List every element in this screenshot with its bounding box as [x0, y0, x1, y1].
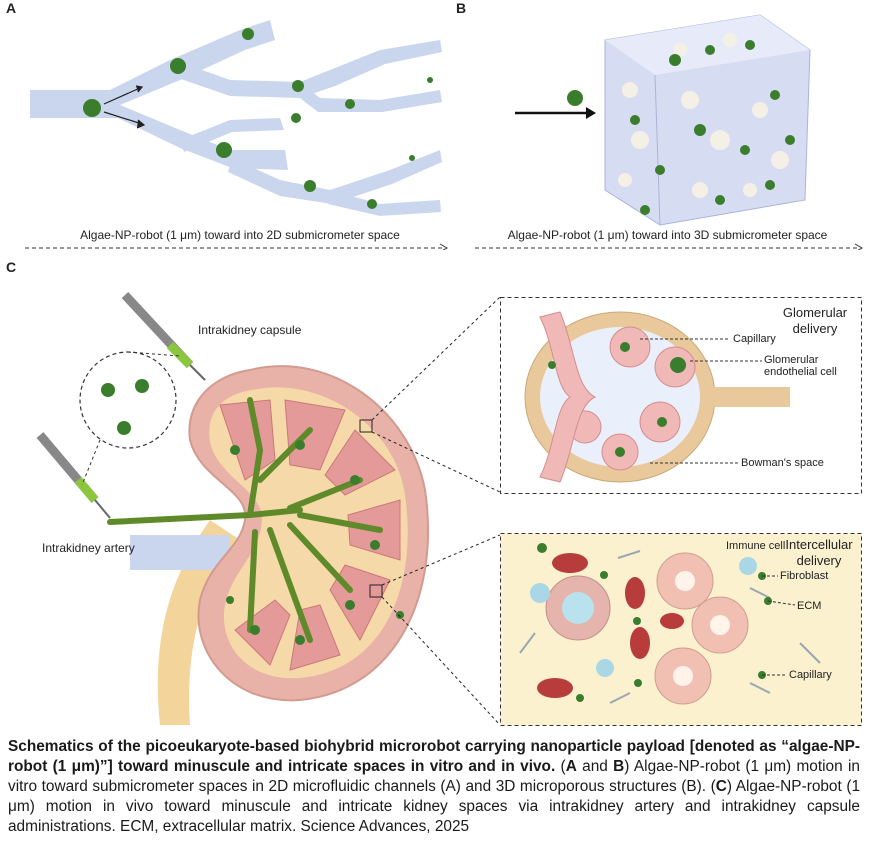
glomerular-title-line1: Glomerular: [782, 305, 848, 320]
robot-cluster-b: [567, 40, 795, 215]
cube-pores: [618, 33, 789, 198]
figure-caption: Schematics of the picoeukaryote-based bi…: [8, 737, 860, 837]
arrow-a-head: [439, 243, 449, 250]
panel-b-letter: B: [456, 0, 467, 16]
zoom-line-4: [381, 596, 500, 726]
tubules: [545, 552, 749, 705]
cube-edge: [654, 74, 661, 226]
zoom-box-glomerular: [359, 419, 373, 433]
intercellular-box: [500, 533, 862, 726]
cube-top-face: [605, 15, 810, 75]
glomerular-box: [500, 297, 862, 494]
artery-label: Intrakidney artery: [42, 541, 135, 555]
robot-cluster-a: [83, 28, 433, 209]
renal-artery-tree: [107, 397, 383, 643]
panel-b-cube: [475, 14, 864, 250]
magnifier-link-bottom: [81, 439, 101, 486]
capillary-label-intercellular: Capillary: [789, 669, 832, 681]
fibroblast-label: Fibroblast: [780, 570, 829, 582]
panel-a-letter: A: [6, 0, 17, 16]
capillary-label-glomerular: Capillary: [733, 333, 776, 345]
ecm-label: ECM: [797, 600, 822, 612]
glomerular-pointers: [640, 338, 762, 464]
afferent-arteriole: [539, 311, 597, 483]
endothelial-label-line2: endothelial cell: [764, 366, 837, 378]
panel-c-kidney: [36, 291, 500, 726]
glomerular-title-line2: delivery: [792, 321, 838, 336]
ureter: [157, 520, 240, 725]
direction-arrows: [103, 85, 146, 129]
immune-cell-label: Immune cell: [726, 540, 786, 552]
caption-ref-c: C: [715, 778, 727, 795]
zoom-line-1: [371, 296, 500, 421]
capsule-label: Intrakidney capsule: [198, 323, 302, 337]
panel-a-caption: Algae-NP-robot (1 μm) toward into 2D sub…: [80, 228, 400, 242]
arrow-b-head: [854, 243, 864, 250]
proximal-tubule: [700, 387, 790, 407]
endothelial-label-line1: Glomerular: [764, 354, 819, 366]
intercellular-title-line1: Intercellular: [785, 537, 853, 552]
magnifier-link-top: [127, 351, 181, 357]
artery-syringe: [36, 432, 111, 519]
caption-ref-b: B: [613, 758, 625, 775]
panel-b-caption: Algae-NP-robot (1 μm) toward into 3D sub…: [507, 228, 828, 242]
intercellular-title-line2: delivery: [796, 553, 842, 568]
entry-arrow-head: [586, 107, 596, 119]
renal-vein: [130, 535, 230, 570]
caption-part2: ) Algae-NP-robot (1 μm) motion in vivo t…: [8, 778, 861, 835]
caption-ref-a: A: [565, 758, 577, 775]
robot-cluster-glomerular: [548, 342, 686, 457]
capsule-syringe: [121, 291, 206, 381]
caption-bold: Schematics of the picoeukaryote-based bi…: [8, 738, 860, 775]
panel-a-channels: [25, 20, 449, 250]
bowman-label: Bowman's space: [741, 457, 824, 469]
red-blood-cells: [537, 553, 684, 698]
microfluidic-channels: [30, 20, 442, 216]
caption-and: and: [576, 758, 614, 775]
panel-c-letter: C: [6, 259, 17, 275]
caption-part1: ) Algae-NP-robot (1 μm) motion in vitro …: [8, 758, 860, 795]
fibroblasts: [519, 550, 821, 704]
magnified-robots: [101, 379, 149, 435]
zoom-box-intercellular: [369, 584, 383, 598]
immune-cells: [530, 557, 757, 677]
caption-open-paren: (: [555, 758, 566, 775]
robot-cluster-c: [226, 440, 404, 645]
intercellular-pointers: [762, 575, 796, 676]
